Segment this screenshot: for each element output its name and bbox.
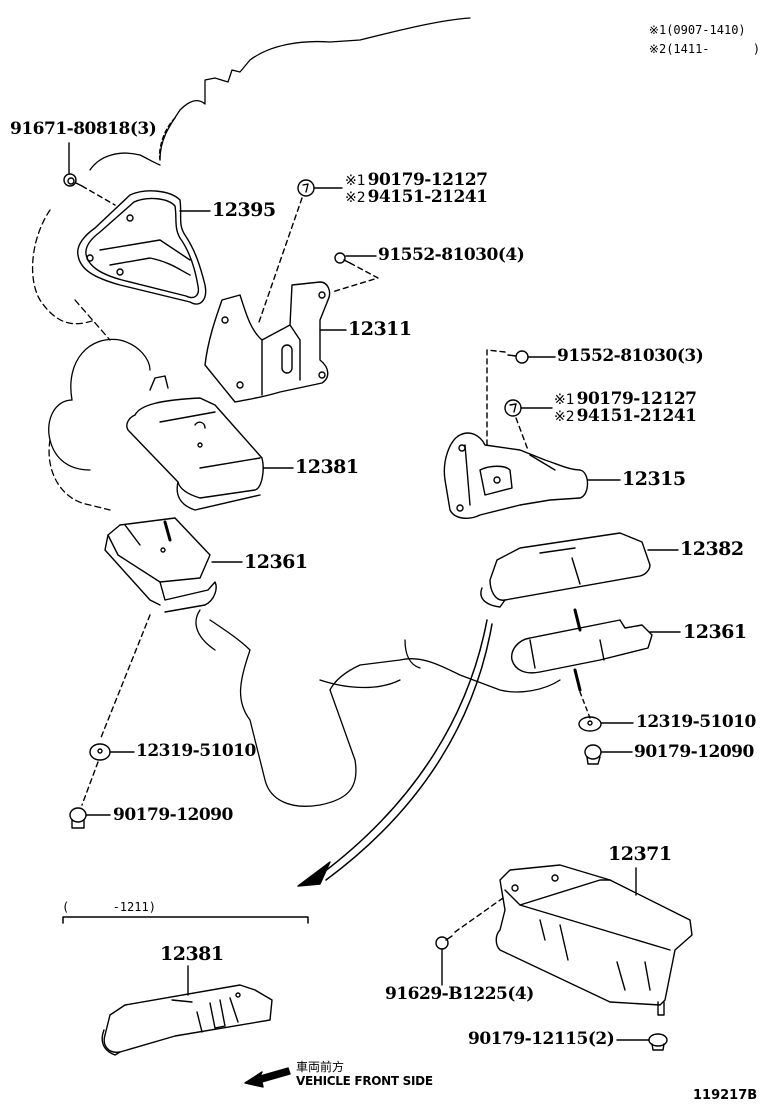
mark-1: ※1 <box>554 392 575 408</box>
inset-cover-12381-drawing <box>101 984 273 1056</box>
callout-nut-left-bottom[interactable]: 90179-12090 <box>113 805 233 825</box>
nut-90179-right-bottom-drawing <box>584 744 602 765</box>
note-2: ※2(1411- ) <box>620 31 760 67</box>
assembly-direction-arrow <box>297 619 493 887</box>
dash-bolt-right <box>486 349 506 446</box>
note-1-mark: ※1 <box>648 23 667 37</box>
dash-nut-top <box>257 197 303 326</box>
nut-90179-right-drawing <box>504 399 522 417</box>
inset-range-label: ( -1211) <box>62 900 156 914</box>
dash-stopper-left <box>81 761 99 806</box>
insulator-12361-right-drawing <box>511 608 653 692</box>
mark-2: ※2 <box>345 190 366 206</box>
mark-1: ※1 <box>345 173 366 189</box>
figure-id: 119217B <box>693 1088 758 1103</box>
vehicle-front-arrow-icon <box>244 1067 291 1088</box>
callout-nut-top-alt1[interactable]: 90179-12127 <box>367 170 488 190</box>
callout-12381[interactable]: 12381 <box>295 456 359 478</box>
cover-12382-drawing <box>480 532 651 608</box>
bolt-91552-top-drawing <box>334 252 351 264</box>
dash-bolt-91629 <box>454 897 504 933</box>
bracket-12315-drawing <box>443 432 589 519</box>
dash-bolt-left <box>81 185 116 206</box>
stopper-12319-right-drawing <box>578 716 602 732</box>
callout-12382[interactable]: 12382 <box>680 538 744 560</box>
callout-12311[interactable]: 12311 <box>348 318 412 340</box>
bolt-91629-drawing <box>435 935 453 950</box>
nut-90179-12115-drawing <box>648 1033 668 1051</box>
note-2-mark: ※2 <box>648 42 667 56</box>
callout-stopper-left[interactable]: 12319-51010 <box>136 741 256 761</box>
callout-bolt-91552-3[interactable]: 91552-81030(3) <box>557 346 704 366</box>
callout-12371[interactable]: 12371 <box>608 843 672 865</box>
bolt-91671-drawing <box>63 173 83 187</box>
callout-nut-right-alt1[interactable]: 90179-12127 <box>576 389 697 409</box>
callout-inset-12381[interactable]: 12381 <box>160 943 224 965</box>
callout-stopper-right[interactable]: 12319-51010 <box>636 712 756 732</box>
callout-12395[interactable]: 12395 <box>212 199 276 221</box>
callout-nut-90179-12115[interactable]: 90179-12115(2) <box>468 1029 615 1049</box>
bracket-12311-drawing <box>204 281 331 403</box>
callout-12361-right[interactable]: 12361 <box>683 621 747 643</box>
member-12371-drawing <box>495 864 693 1016</box>
dash-12361-left <box>99 614 151 741</box>
engine-phantom-outline <box>31 17 561 807</box>
callout-bolt-91552-4[interactable]: 91552-81030(4) <box>378 245 525 265</box>
mark-2: ※2 <box>554 409 575 425</box>
cover-12381-drawing <box>126 375 264 511</box>
nut-90179-top-drawing <box>297 179 315 197</box>
note-2-text: (1411- ) <box>666 42 760 56</box>
vehicle-front-jp: 車両前方 <box>296 1060 345 1074</box>
callout-nut-right-bottom[interactable]: 90179-12090 <box>634 742 754 762</box>
vehicle-front-label: 車両前方 VEHICLE FRONT SIDE <box>296 1060 433 1089</box>
insulator-12361-left-drawing <box>104 517 217 613</box>
callout-12315[interactable]: 12315 <box>622 468 686 490</box>
dash-bolt-top-right <box>331 262 379 293</box>
inset-range-bracket <box>62 916 309 924</box>
bolt-91552-right-drawing <box>507 350 529 364</box>
callout-nut-top-alt2[interactable]: 94151-21241 <box>367 187 488 207</box>
callout-nut-right-alt2[interactable]: 94151-21241 <box>576 406 697 426</box>
callout-12361-left[interactable]: 12361 <box>244 551 308 573</box>
callout-bolt-91629[interactable]: 91629-B1225(4) <box>385 984 534 1004</box>
callout-bolt-91671[interactable]: 91671-80818(3) <box>10 119 157 139</box>
dash-nut-right <box>515 417 529 451</box>
note-1: ※1(0907-1410) <box>620 12 746 48</box>
insulator-12395-drawing <box>77 190 207 305</box>
stopper-12319-left-drawing <box>89 743 111 761</box>
dash-12361-right <box>579 691 591 719</box>
nut-90179-left-drawing <box>69 807 87 829</box>
note-1-text: (0907-1410) <box>666 23 746 37</box>
vehicle-front-en: VEHICLE FRONT SIDE <box>296 1074 433 1089</box>
